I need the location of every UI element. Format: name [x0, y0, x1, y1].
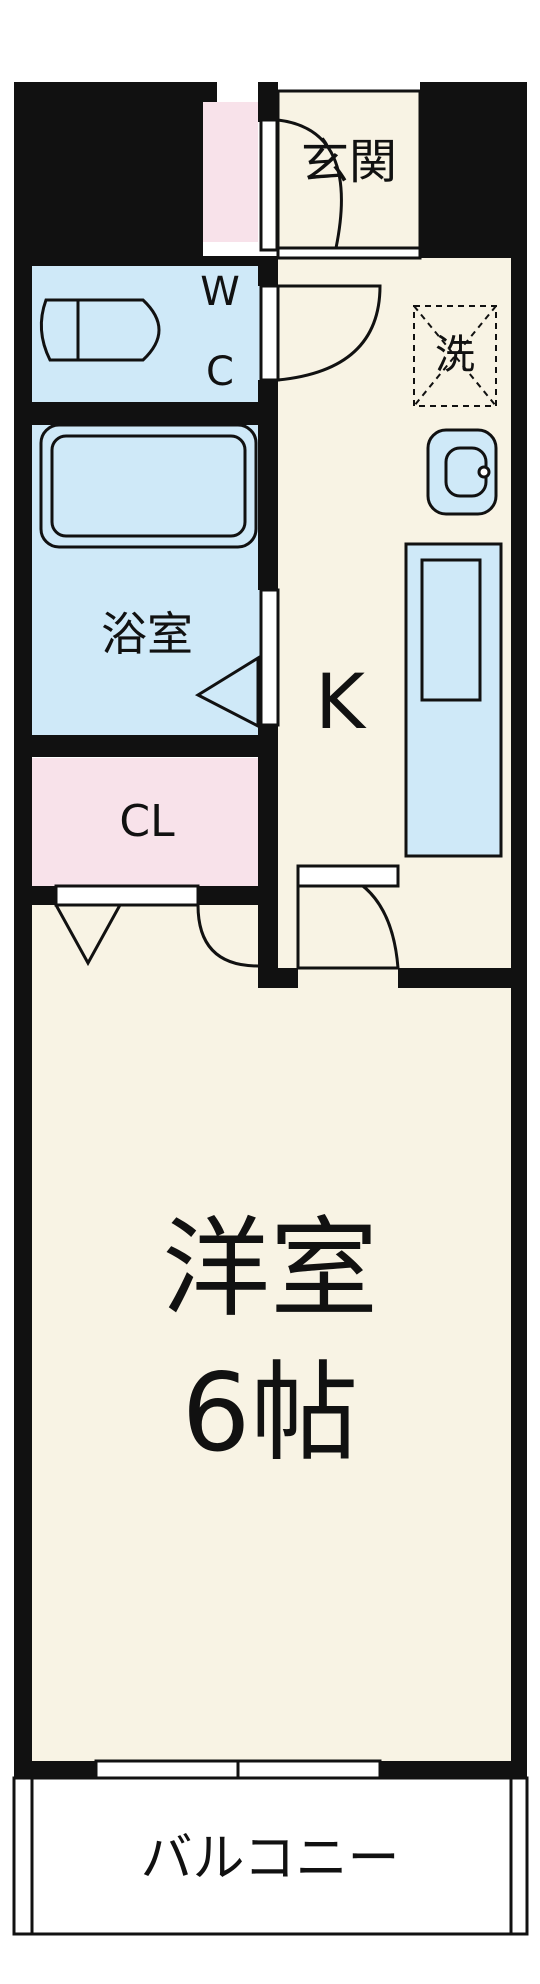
labels: 玄関 W C 洗 浴室 K CL 洋室 6帖 バルコニー — [101, 134, 475, 1889]
entrance-door-swing — [277, 118, 343, 249]
window — [94, 1759, 382, 1780]
wall-center-bath — [258, 380, 278, 590]
walls — [14, 82, 527, 1778]
laundry-label: 洗 — [435, 332, 475, 378]
bath-label: 浴室 — [101, 607, 193, 661]
bathtub-inner-icon — [50, 434, 247, 538]
western-room-label-line2: 6帖 — [182, 1351, 359, 1476]
balcony-floor — [32, 1778, 511, 1934]
wall-bottom-left — [14, 1761, 96, 1778]
wall-bath-bottom — [14, 735, 278, 757]
balcony-label: バルコニー — [141, 1829, 400, 1889]
toilet-icon — [39, 298, 80, 362]
balcony-outer-left — [12, 1776, 34, 1936]
wall-wc-bottom — [14, 402, 278, 425]
laundry-outline — [413, 305, 497, 407]
wall-bottom-right — [380, 1761, 527, 1778]
wall-left-upper — [14, 82, 32, 1778]
kitchen-fixtures — [404, 542, 503, 858]
western-room-floor — [32, 905, 511, 1761]
closet-door-leaf — [54, 884, 200, 907]
toilet-label-line2: C — [206, 349, 234, 395]
closet-door-swing — [196, 904, 259, 968]
laundry-area — [413, 305, 498, 516]
kitchen-sink-icon — [420, 558, 482, 702]
entrance-door-leaf — [259, 118, 279, 252]
wall-room-top-left — [258, 968, 298, 988]
entrance-side-panel — [203, 102, 258, 242]
room-door — [53, 864, 400, 970]
wall-wc-top — [14, 256, 278, 266]
entrance-step — [276, 246, 422, 260]
wall-center-wc — [258, 256, 278, 286]
wc-door-leaf — [259, 284, 280, 382]
wall-center-bath-lower — [258, 725, 278, 905]
toilet-bowl-icon — [76, 298, 161, 362]
wall-closet-right — [258, 887, 278, 979]
bath-door-leaf — [259, 588, 280, 727]
balcony-outer-right — [509, 1776, 529, 1936]
toilet-label-line1: W — [200, 269, 240, 315]
closet-floor — [32, 758, 264, 886]
sink-drain-icon — [477, 465, 491, 479]
closet-label: CL — [119, 796, 175, 847]
entrance-fixtures — [259, 118, 422, 260]
wall-top-right-stub — [422, 82, 442, 102]
wall-room-divider-small — [198, 886, 258, 905]
wall-room-top-right — [398, 968, 511, 988]
bath-fixtures — [39, 423, 280, 729]
bath-door-triangle — [194, 655, 260, 729]
wall-entry-side — [258, 82, 278, 122]
wall-top-block-right — [420, 82, 522, 258]
room-door-leaf — [296, 864, 400, 888]
kitchen-label: K — [315, 657, 367, 746]
entrance-floor — [278, 91, 420, 258]
wall-right — [511, 82, 527, 1778]
wc-fixtures — [39, 284, 382, 382]
wall-closet-bottom — [14, 886, 56, 905]
western-room-label-line1: 洋室 — [162, 1207, 378, 1332]
wall-top-block-left — [14, 82, 203, 256]
wc-door-swing — [277, 284, 382, 382]
entrance-label: 玄関 — [301, 134, 397, 190]
